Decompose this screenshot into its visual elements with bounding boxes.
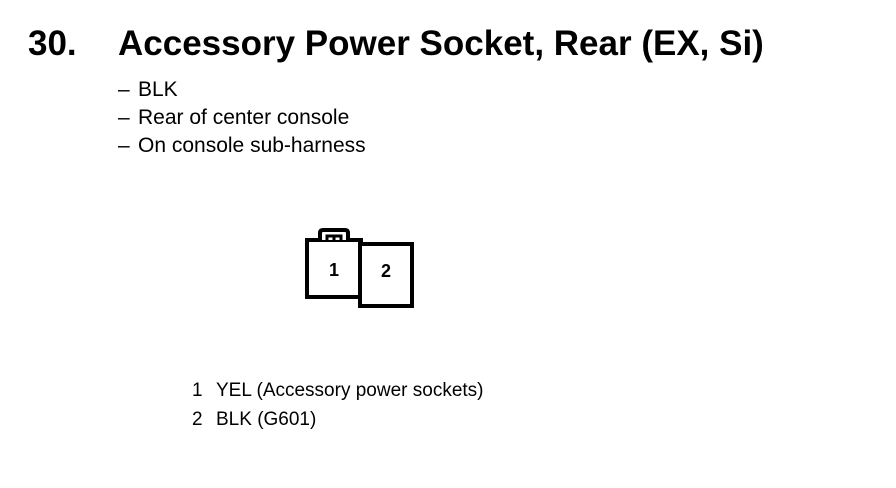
pin-number: 2 — [192, 409, 203, 430]
section-title: Accessory Power Socket, Rear (EX, Si) — [118, 24, 764, 63]
detail-location: –Rear of center console — [118, 104, 366, 132]
terminal-2-label: 2 — [381, 261, 391, 281]
pin-row: 1 YEL (Accessory power sockets) — [192, 376, 484, 405]
detail-text: BLK — [138, 78, 178, 101]
terminal-1-label: 1 — [329, 260, 339, 280]
pin-number: 1 — [192, 380, 203, 401]
detail-harness: –On console sub-harness — [118, 132, 366, 160]
terminal-1-housing — [305, 228, 363, 299]
pin-description: BLK (G601) — [216, 409, 317, 430]
detail-text: Rear of center console — [138, 106, 350, 129]
detail-dash: – — [118, 106, 130, 129]
terminal-2-housing — [358, 242, 414, 308]
section-number: 30. — [28, 24, 77, 63]
connector-diagram: 1 2 — [305, 228, 414, 308]
pin-description: YEL (Accessory power sockets) — [216, 380, 484, 401]
detail-dash: – — [118, 134, 130, 157]
section-heading: 30. Accessory Power Socket, Rear (EX, Si) — [28, 22, 764, 66]
detail-color: –BLK — [118, 76, 366, 104]
connector-details-list: –BLK –Rear of center console –On console… — [118, 76, 366, 160]
detail-dash: – — [118, 78, 130, 101]
pin-row: 2 BLK (G601) — [192, 405, 484, 434]
pin-assignment-list: 1 YEL (Accessory power sockets) 2 BLK (G60… — [192, 376, 484, 434]
detail-text: On console sub-harness — [138, 134, 366, 157]
